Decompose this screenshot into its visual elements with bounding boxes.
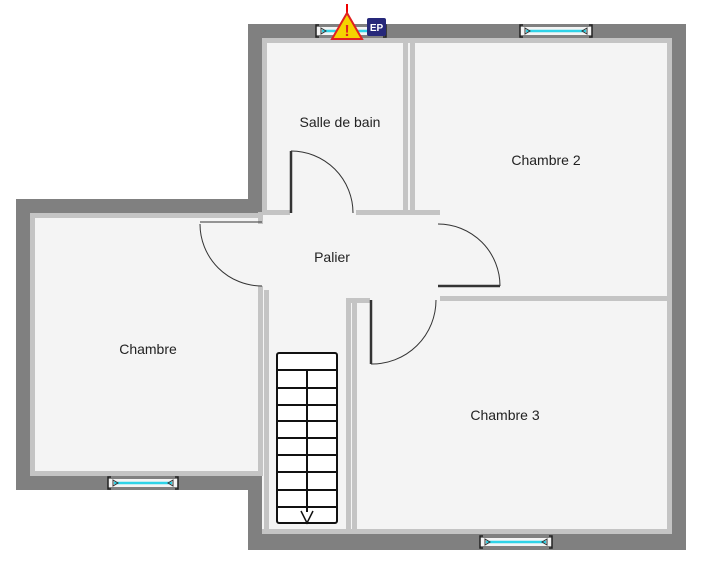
inner-walls bbox=[30, 38, 672, 534]
staircase bbox=[276, 352, 338, 525]
window bbox=[479, 535, 553, 549]
door-bedroom bbox=[199, 221, 263, 287]
warning-icon[interactable]: ! bbox=[330, 4, 364, 40]
room-label-bedroom3: Chambre 3 bbox=[470, 407, 539, 423]
room-label-bathroom: Salle de bain bbox=[300, 114, 381, 130]
door-bathroom bbox=[289, 150, 354, 214]
door-bedroom2 bbox=[437, 223, 501, 288]
svg-text:EP: EP bbox=[370, 23, 384, 34]
room-label-bedroom: Chambre bbox=[119, 341, 177, 357]
ep-badge[interactable]: EP bbox=[367, 18, 386, 36]
svg-text:!: ! bbox=[344, 23, 349, 40]
window bbox=[519, 24, 593, 38]
door-bedroom3 bbox=[369, 299, 437, 365]
room-label-bedroom2: Chambre 2 bbox=[511, 152, 580, 168]
window bbox=[107, 476, 179, 490]
room-label-landing: Palier bbox=[314, 249, 350, 265]
doors bbox=[199, 150, 501, 365]
